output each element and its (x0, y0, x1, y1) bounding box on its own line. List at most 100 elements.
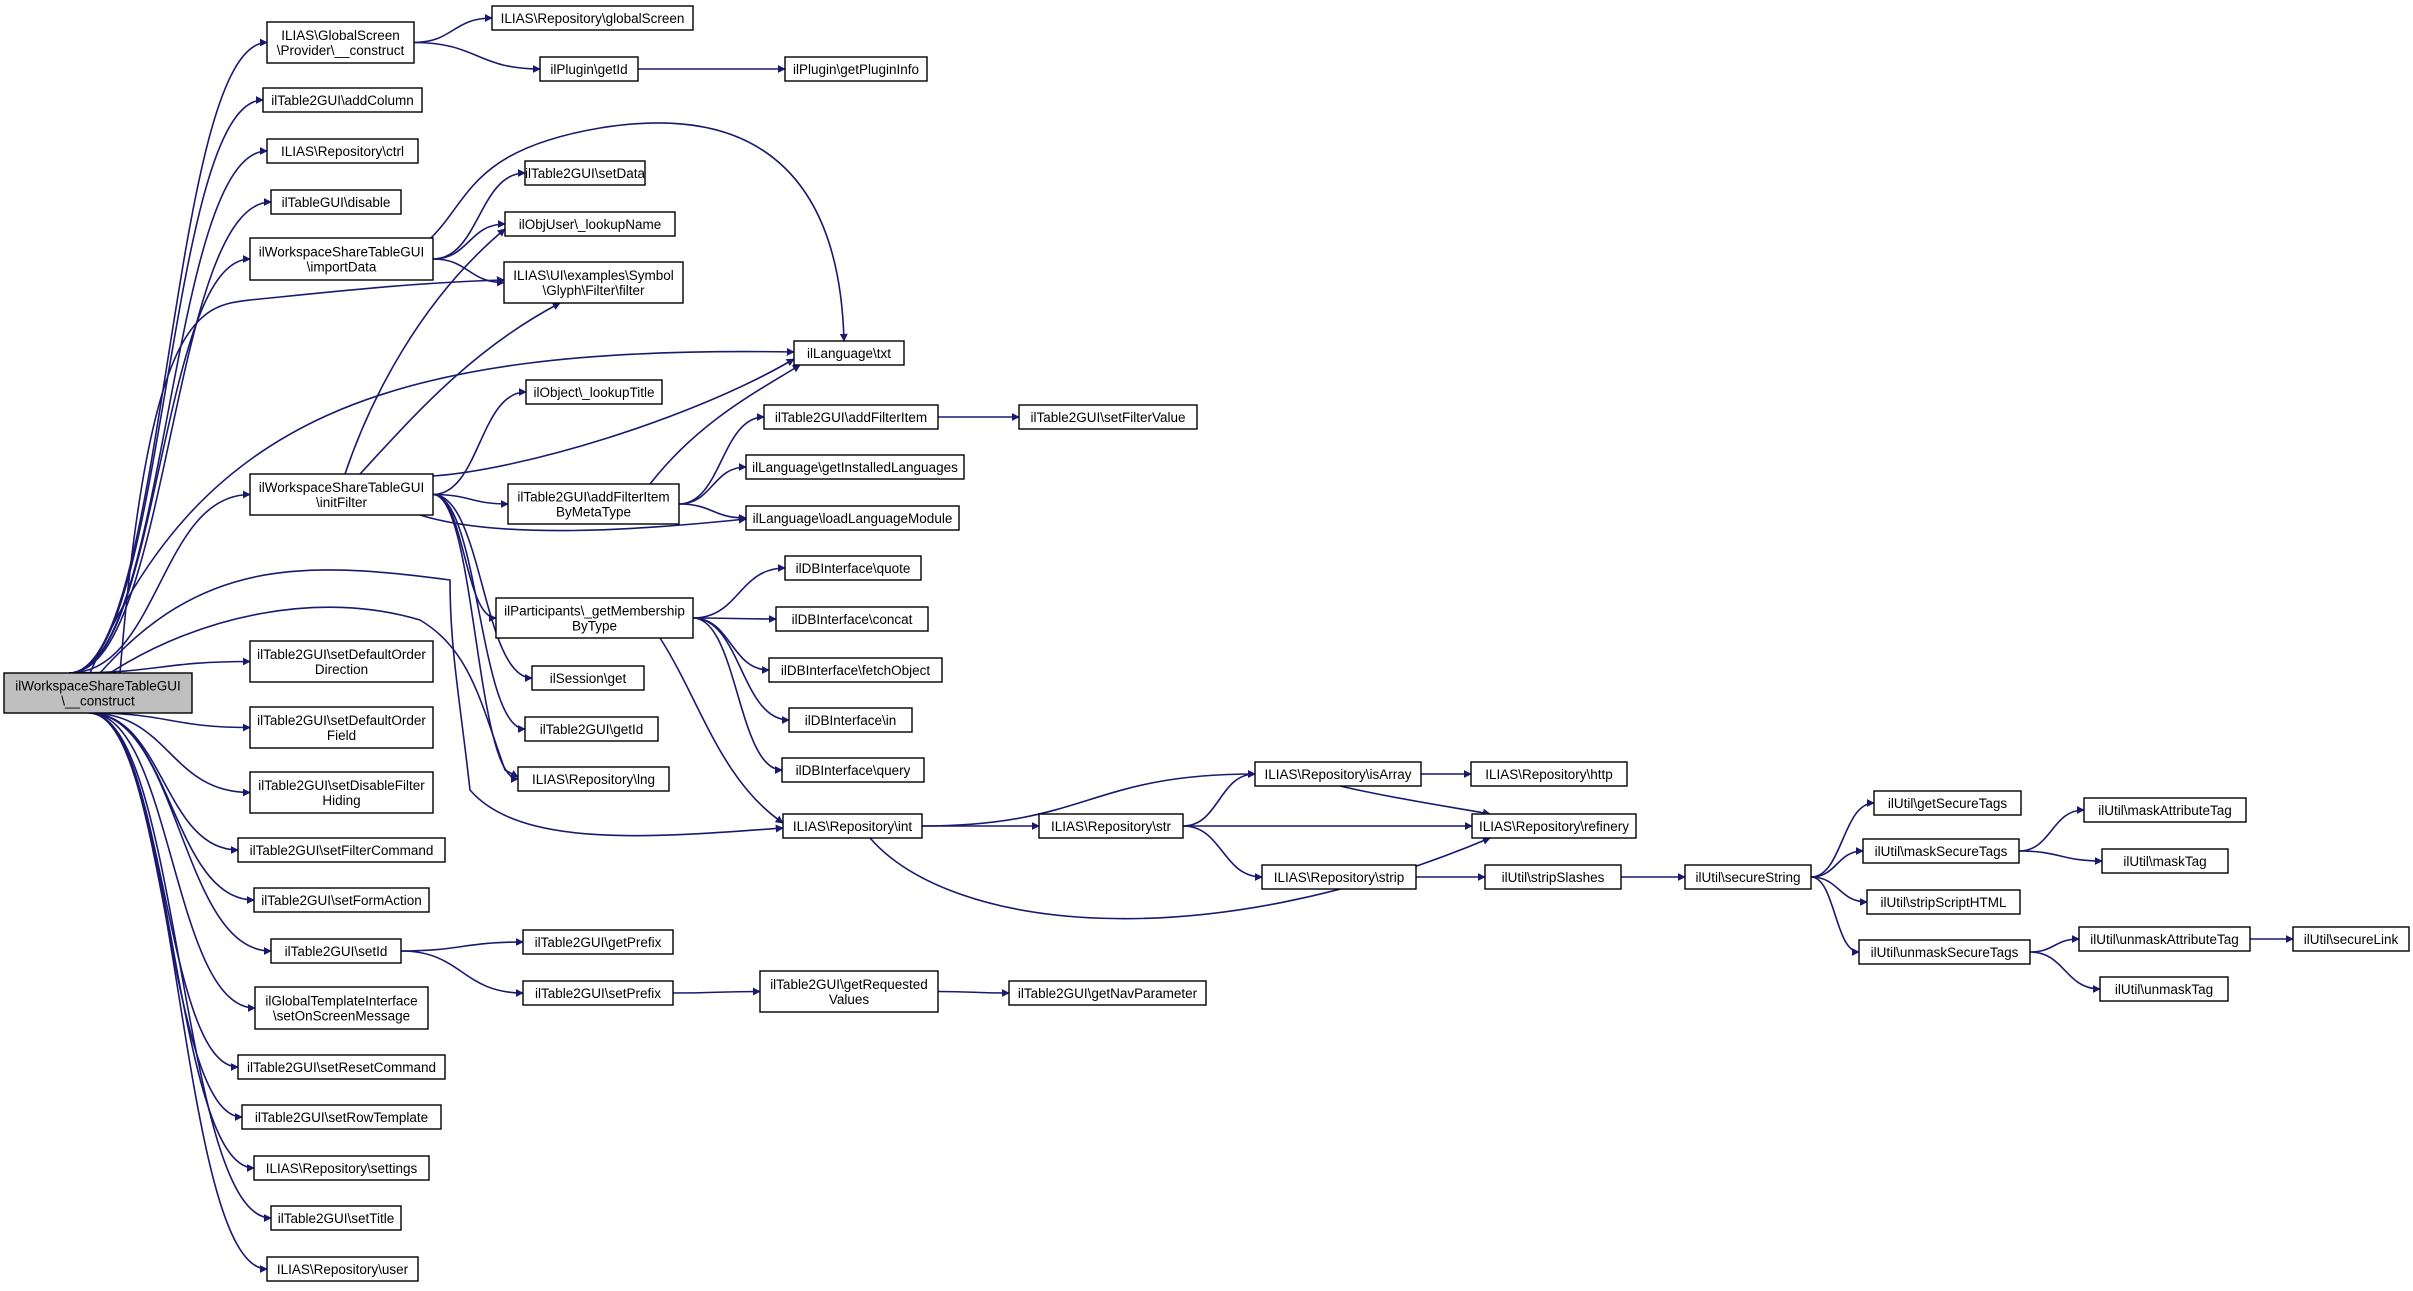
edge-n42-n45 (2029, 951, 2101, 993)
node-n56[interactable]: ilGlobalTemplateInterface\setOnScreenMes… (254, 986, 429, 1030)
node-box (507, 483, 680, 525)
node-n7[interactable]: ilTableGUI\disable (270, 189, 402, 215)
node-n55[interactable]: ilTable2GUI\getNavParameter (1008, 980, 1207, 1006)
node-label: ILIAS\Repository\ctrl (281, 144, 404, 159)
node-label: ilUtil\secureString (1695, 870, 1800, 885)
node-n51[interactable]: ilTable2GUI\setId (270, 938, 402, 964)
node-n8[interactable]: ilWorkspaceShareTableGUI\importData (249, 237, 434, 281)
node-n36[interactable]: ilUtil\secureString (1684, 864, 1812, 890)
node-n5[interactable]: ilTable2GUI\addColumn (262, 87, 423, 113)
node-n26[interactable]: ilTable2GUI\getId (524, 716, 659, 742)
node-n42[interactable]: ilUtil\unmaskSecureTags (1858, 939, 2031, 965)
node-n6[interactable]: ILIAS\Repository\ctrl (266, 138, 419, 164)
edge-n36-n37 (1810, 799, 1875, 878)
node-n19[interactable]: ilLanguage\loadLanguageModule (745, 505, 960, 531)
node-n24[interactable]: ilSession\get (531, 665, 645, 691)
node-n35[interactable]: ilUtil\stripSlashes (1484, 864, 1622, 890)
node-n30[interactable]: ILIAS\Repository\http (1470, 761, 1628, 787)
node-n43[interactable]: ilUtil\unmaskAttributeTag (2078, 926, 2251, 952)
node-n61[interactable]: ILIAS\Repository\user (266, 1256, 419, 1282)
node-n10[interactable]: ilObjUser\_lookupName (504, 211, 676, 237)
node-box (1484, 864, 1622, 890)
node-label: ILIAS\Repository\settings (266, 1161, 418, 1176)
node-n59[interactable]: ILIAS\Repository\settings (253, 1155, 430, 1181)
edge-n0-n59 (89, 712, 255, 1172)
node-box (745, 454, 965, 480)
node-n40[interactable]: ilUtil\maskTag (2101, 848, 2229, 874)
node-box (1008, 980, 1207, 1006)
edge-n0-n11 (119, 276, 505, 674)
node-n13[interactable]: ilObject\_lookupTitle (525, 379, 663, 405)
node-n58[interactable]: ilTable2GUI\setRowTemplate (241, 1104, 442, 1130)
node-n44[interactable]: ilUtil\secureLink (2292, 926, 2410, 952)
edge-n21-n20 (692, 564, 786, 619)
node-n57[interactable]: ilTable2GUI\setResetCommand (237, 1054, 446, 1080)
node-n22[interactable]: ilDBInterface\concat (775, 606, 929, 632)
node-n23[interactable]: ilDBInterface\fetchObject (768, 657, 943, 683)
node-n3[interactable]: ilPlugin\getId (539, 56, 639, 82)
node-label: ilTable2GUI\setResetCommand (247, 1060, 436, 1075)
node-n11[interactable]: ILIAS\UI\examples\Symbol\Glyph\Filter\fi… (503, 261, 684, 304)
node-box (237, 837, 446, 863)
node-box (1862, 838, 2020, 864)
node-n20[interactable]: ilDBInterface\quote (784, 555, 922, 581)
node-box (249, 473, 434, 516)
node-label: ilSession\get (550, 671, 627, 686)
node-n34[interactable]: ILIAS\Repository\strip (1261, 864, 1417, 890)
node-label: ilTable2GUI\setDefaultOrder (257, 713, 426, 728)
edge-n21-n27 (692, 617, 783, 774)
node-label: ilTable2GUI\setTitle (278, 1211, 395, 1226)
node-box (266, 21, 415, 64)
node-n27[interactable]: ilDBInterface\query (781, 757, 925, 783)
node-n41[interactable]: ilUtil\stripScriptHTML (1866, 889, 2021, 915)
node-label: ilDBInterface\fetchObject (781, 663, 931, 678)
node-n29[interactable]: ILIAS\Repository\isArray (1254, 761, 1422, 787)
node-n32[interactable]: ILIAS\Repository\str (1038, 813, 1184, 839)
node-n9[interactable]: ilTable2GUI\setData (524, 160, 646, 186)
node-n38[interactable]: ilUtil\maskSecureTags (1862, 838, 2020, 864)
node-label: ilPlugin\getId (550, 62, 627, 77)
node-box (793, 340, 905, 366)
node-n0[interactable]: ilWorkspaceShareTableGUI\__construct (3, 672, 193, 714)
node-n12[interactable]: ilLanguage\txt (793, 340, 905, 366)
node-n18[interactable]: ilLanguage\getInstalledLanguages (745, 454, 965, 480)
node-n4[interactable]: ilPlugin\getPluginInfo (784, 56, 928, 82)
edge-n29-n33 (1339, 785, 1491, 817)
edge-n51-n53 (400, 950, 524, 997)
node-n37[interactable]: ilUtil\getSecureTags (1873, 790, 2022, 816)
node-n15[interactable]: ilTable2GUI\setFilterValue (1018, 404, 1198, 430)
edge-n21-n22 (692, 614, 777, 623)
node-box (524, 716, 659, 742)
node-n60[interactable]: ilTable2GUI\setTitle (270, 1205, 402, 1231)
node-n33[interactable]: ILIAS\Repository\refinery (1471, 813, 1637, 839)
node-n39[interactable]: ilUtil\maskAttributeTag (2083, 797, 2247, 823)
node-n45[interactable]: ilUtil\unmaskTag (2099, 976, 2229, 1002)
node-box (253, 1155, 430, 1181)
node-n14[interactable]: ilTable2GUI\addFilterItem (763, 404, 939, 430)
node-label: Direction (315, 662, 368, 677)
node-n50[interactable]: ilTable2GUI\setFormAction (253, 887, 430, 913)
node-n1[interactable]: ILIAS\GlobalScreen\Provider\__construct (266, 21, 415, 64)
node-box (503, 261, 684, 304)
node-n25[interactable]: ilDBInterface\in (788, 707, 913, 733)
node-n31[interactable]: ILIAS\Repository\int (782, 813, 923, 839)
node-label: \Glyph\Filter\filter (542, 283, 645, 298)
node-label: Hiding (322, 793, 360, 808)
node-n2[interactable]: ILIAS\Repository\globalScreen (491, 5, 694, 31)
node-n52[interactable]: ilTable2GUI\getPrefix (522, 929, 674, 955)
edge-n31-n29 (921, 770, 1256, 827)
node-n16[interactable]: ilWorkspaceShareTableGUI\initFilter (249, 473, 434, 516)
node-label: ILIAS\Repository\isArray (1264, 767, 1411, 782)
edge-n16-n26 (432, 493, 526, 733)
node-n28[interactable]: ILIAS\Repository\lng (517, 766, 670, 792)
node-n53[interactable]: ilTable2GUI\setPrefix (522, 980, 674, 1006)
edge-n0-n60 (89, 712, 272, 1222)
node-n49[interactable]: ilTable2GUI\setFilterCommand (237, 837, 446, 863)
edge-n0-n16 (69, 490, 251, 674)
